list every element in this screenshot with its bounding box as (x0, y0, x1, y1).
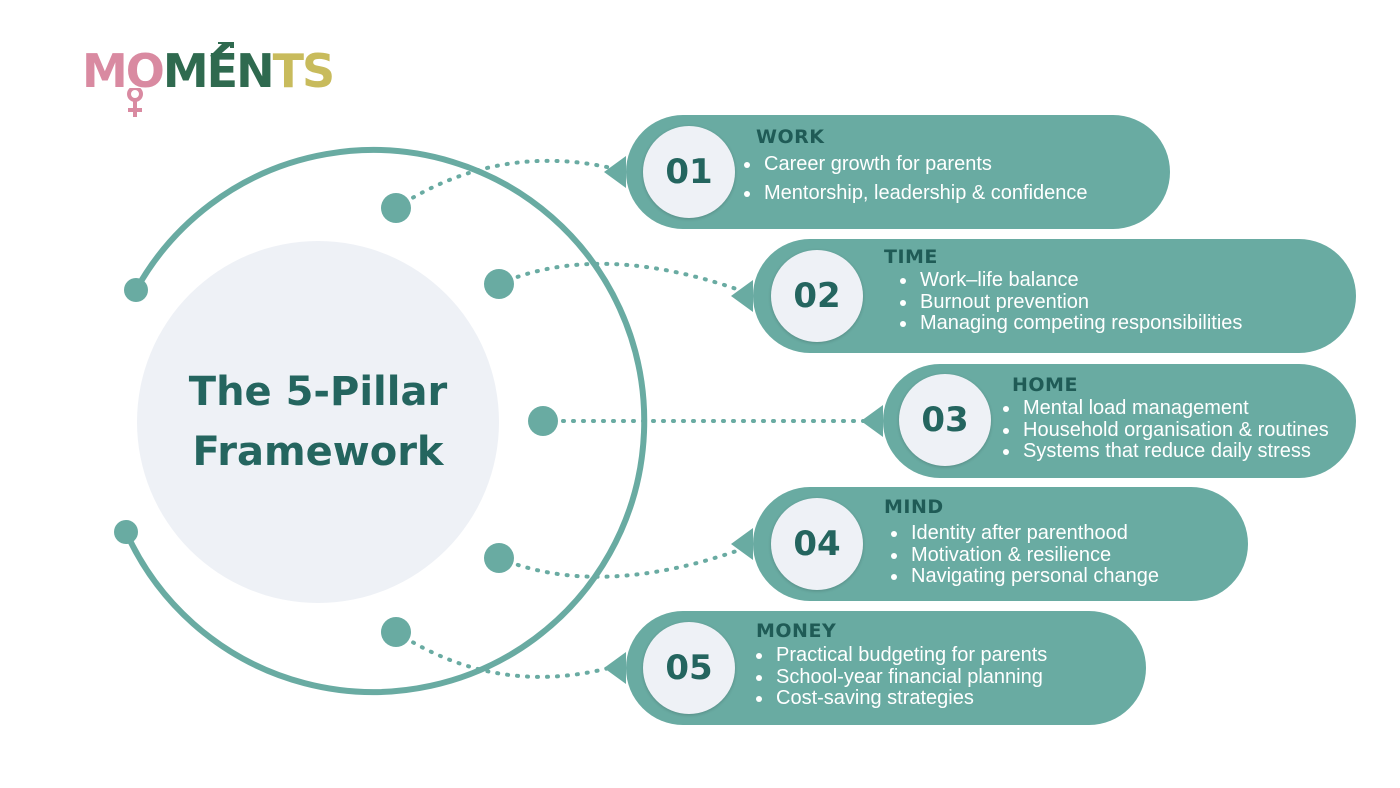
pillar-title-home: HOME (1012, 374, 1078, 396)
logo-wordmark: MOMENTS (82, 44, 335, 98)
pillar-items-money: Practical budgeting for parents School-y… (756, 644, 1047, 710)
pill-pointer-01 (604, 156, 626, 188)
pillar-item: Burnout prevention (900, 291, 1242, 314)
arc-node-01 (381, 193, 411, 223)
center-circle: The 5-Pillar Framework (137, 241, 499, 603)
pillar-title-money: MONEY (756, 620, 837, 642)
logo-letter: S (302, 44, 335, 98)
pillar-title-work: WORK (756, 126, 825, 148)
pill-pointer-03 (861, 405, 883, 437)
pillar-item: School-year financial planning (756, 666, 1047, 689)
arc-node-04 (484, 543, 514, 573)
male-arrow-icon (210, 42, 234, 58)
pillar-title-mind: MIND (884, 496, 944, 518)
pillar-item: Mentorship, leadership & confidence (744, 179, 1088, 208)
arc-end-dot (114, 520, 138, 544)
pillar-item: Navigating personal change (891, 565, 1159, 588)
pillar-items-home: Mental load management Household organis… (1003, 397, 1329, 463)
pill-pointer-04 (731, 528, 753, 560)
pillar-item: Identity after parenthood (891, 522, 1159, 545)
pillar-item: Managing competing responsibilities (900, 312, 1242, 335)
pillar-item: Practical budgeting for parents (756, 644, 1047, 667)
dotted-connector-01 (394, 158, 622, 210)
dotted-connector-04 (497, 546, 747, 579)
pillar-items-work: Career growth for parents Mentorship, le… (744, 150, 1088, 208)
pillar-item: Work–life balance (900, 269, 1242, 292)
pillar-items-mind: Identity after parenthood Motivation & r… (891, 522, 1159, 588)
arc-node-03 (528, 406, 558, 436)
outer-arc (123, 147, 648, 695)
framework-title: The 5-Pillar Framework (188, 369, 448, 475)
pillar-number-04: 04 (771, 498, 863, 590)
logo-letter: T (272, 44, 304, 98)
logo-letter: O (125, 44, 165, 98)
pillar-title-time: TIME (884, 246, 938, 268)
pill-pointer-05 (604, 652, 626, 684)
dotted-connector-02 (497, 261, 747, 294)
pillar-number-01: 01 (643, 126, 735, 218)
pillar-number-03: 03 (899, 374, 991, 466)
logo-letter: M (162, 44, 209, 98)
pillar-item: Motivation & resilience (891, 544, 1159, 567)
logo-letter: M (82, 44, 128, 98)
pillar-number-02: 02 (771, 250, 863, 342)
arc-node-05 (381, 617, 411, 647)
logo-letter: N (236, 44, 274, 98)
arc-end-dot (124, 278, 148, 302)
arc-node-02 (484, 269, 514, 299)
pillar-item: Cost-saving strategies (756, 687, 1047, 710)
pillar-number-05: 05 (643, 622, 735, 714)
pillar-item: Career growth for parents (744, 150, 1088, 179)
pillar-items-time: Work–life balance Burnout prevention Man… (900, 269, 1242, 335)
female-symbol-icon (127, 88, 143, 117)
pill-pointer-02 (731, 280, 753, 312)
pillar-item: Household organisation & routines (1003, 419, 1329, 442)
pillar-item: Mental load management (1003, 397, 1329, 420)
moments-logo: MOMENTS (82, 42, 342, 117)
dotted-connector-05 (394, 630, 622, 679)
pillar-item: Systems that reduce daily stress (1003, 440, 1329, 463)
